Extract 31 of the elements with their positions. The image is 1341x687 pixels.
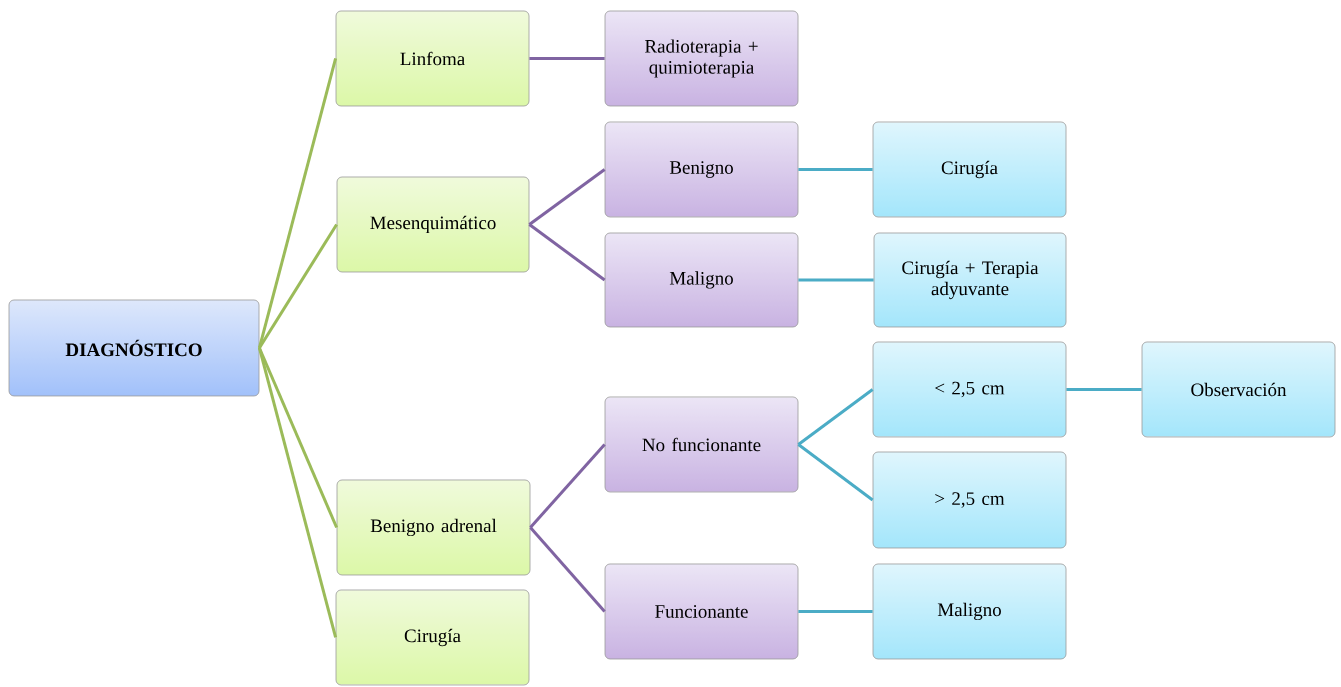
treatment-box: < 2,5 cm xyxy=(872,341,1067,438)
connector-line xyxy=(798,610,873,613)
category-box: Linfoma xyxy=(335,10,530,107)
subtype-box: Maligno xyxy=(604,232,799,328)
treatment-box: Observación xyxy=(1141,341,1336,438)
category-box: Cirugía xyxy=(335,589,530,686)
connector-line xyxy=(258,347,338,529)
treatment-box: Maligno xyxy=(872,563,1067,660)
treatment-box: Cirugía xyxy=(872,121,1067,218)
subtype-box: Benigno xyxy=(604,121,799,218)
connector-line xyxy=(798,168,873,171)
connector-line xyxy=(529,526,606,613)
treatment-box: > 2,5 cm xyxy=(872,451,1067,549)
subtype-box: Radioterapia + quimioterapia xyxy=(604,10,799,107)
connector-line xyxy=(257,347,338,638)
connector-line xyxy=(529,443,606,529)
connector-line xyxy=(528,168,606,226)
connector-line xyxy=(797,388,874,446)
category-box: Benigno adrenal xyxy=(336,479,531,576)
connector-line xyxy=(798,278,874,282)
connector-line xyxy=(797,443,874,502)
treatment-box: Cirugía + Terapia adyuvante xyxy=(873,232,1067,328)
connector-line xyxy=(257,58,338,349)
connector-line xyxy=(529,57,605,60)
subtype-box: Funcionante xyxy=(604,563,799,660)
connector-line xyxy=(1066,388,1142,391)
root-box: DIAGNÓSTICO xyxy=(8,299,260,397)
connector-line xyxy=(528,223,606,282)
subtype-box: No funcionante xyxy=(604,396,799,493)
category-box: Mesenquimático xyxy=(336,176,530,273)
connector-line xyxy=(258,223,338,349)
